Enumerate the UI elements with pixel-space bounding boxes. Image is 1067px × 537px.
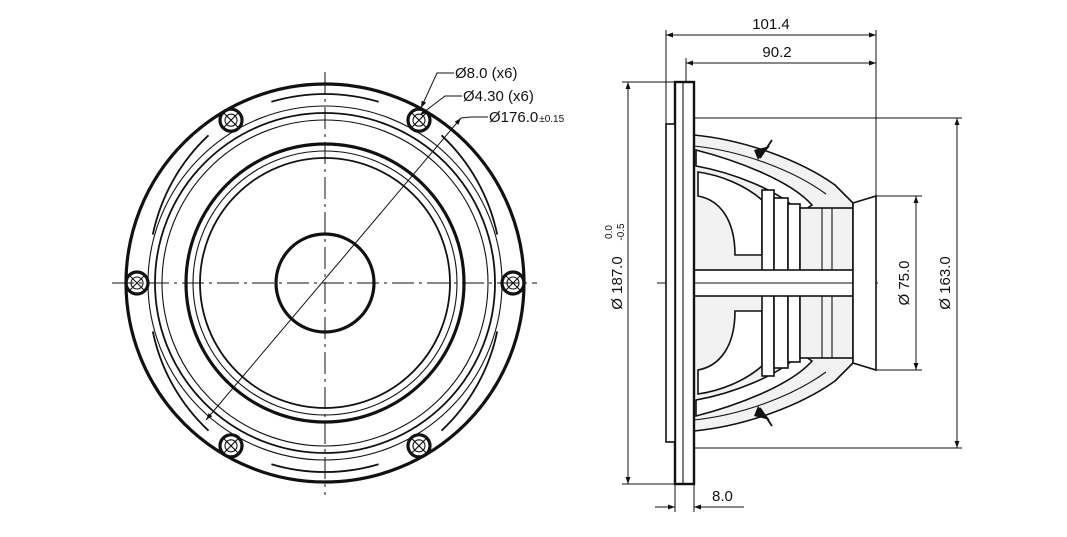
label-outer-diameter-tol-upper: 0.0 (604, 225, 615, 239)
leader-hole-outer (420, 72, 454, 109)
label-bolt-circle: Ø176.0±0.15 (489, 109, 565, 126)
rear-cap (852, 194, 877, 372)
leader-bolt-circle (460, 116, 488, 119)
label-outer-diameter-tol-lower: -0.5 (616, 223, 627, 241)
terminal-upper (754, 139, 773, 160)
terminal-lower (754, 406, 773, 427)
label-basket-depth: 90.2 (762, 44, 791, 61)
leader-hole-inner (419, 95, 462, 116)
label-hole-inner: Ø4.30 (x6) (463, 88, 534, 105)
label-hole-outer: Ø8.0 (x6) (455, 65, 518, 82)
front-view: Ø8.0 (x6) Ø4.30 (x6) Ø176.0±0.15 (112, 65, 565, 495)
mounting-hole-1 (406, 107, 432, 133)
label-flange-thickness: 8.0 (712, 488, 733, 505)
label-basket-diameter: Ø 163.0 (937, 256, 954, 309)
basket-window-upper (697, 171, 763, 256)
mounting-hole-2 (500, 270, 526, 296)
basket-window-lower (697, 310, 763, 395)
mounting-hole-6 (218, 107, 244, 133)
label-magnet-diameter: Ø 75.0 (896, 260, 913, 305)
side-view: 101.4 90.2 8.0 Ø 187.0 0.0 -0.5 Ø 75.0 Ø… (604, 16, 962, 512)
mounting-hole-4 (218, 433, 244, 459)
label-total-depth: 101.4 (752, 16, 790, 33)
mounting-hole-3 (406, 433, 432, 459)
bolt-circle-diagonal (205, 117, 462, 421)
flange (673, 80, 696, 486)
gasket (665, 123, 676, 443)
frame-ring-2 (154, 112, 496, 454)
mounting-hole-5 (124, 270, 150, 296)
label-outer-diameter: Ø 187.0 (609, 256, 626, 309)
